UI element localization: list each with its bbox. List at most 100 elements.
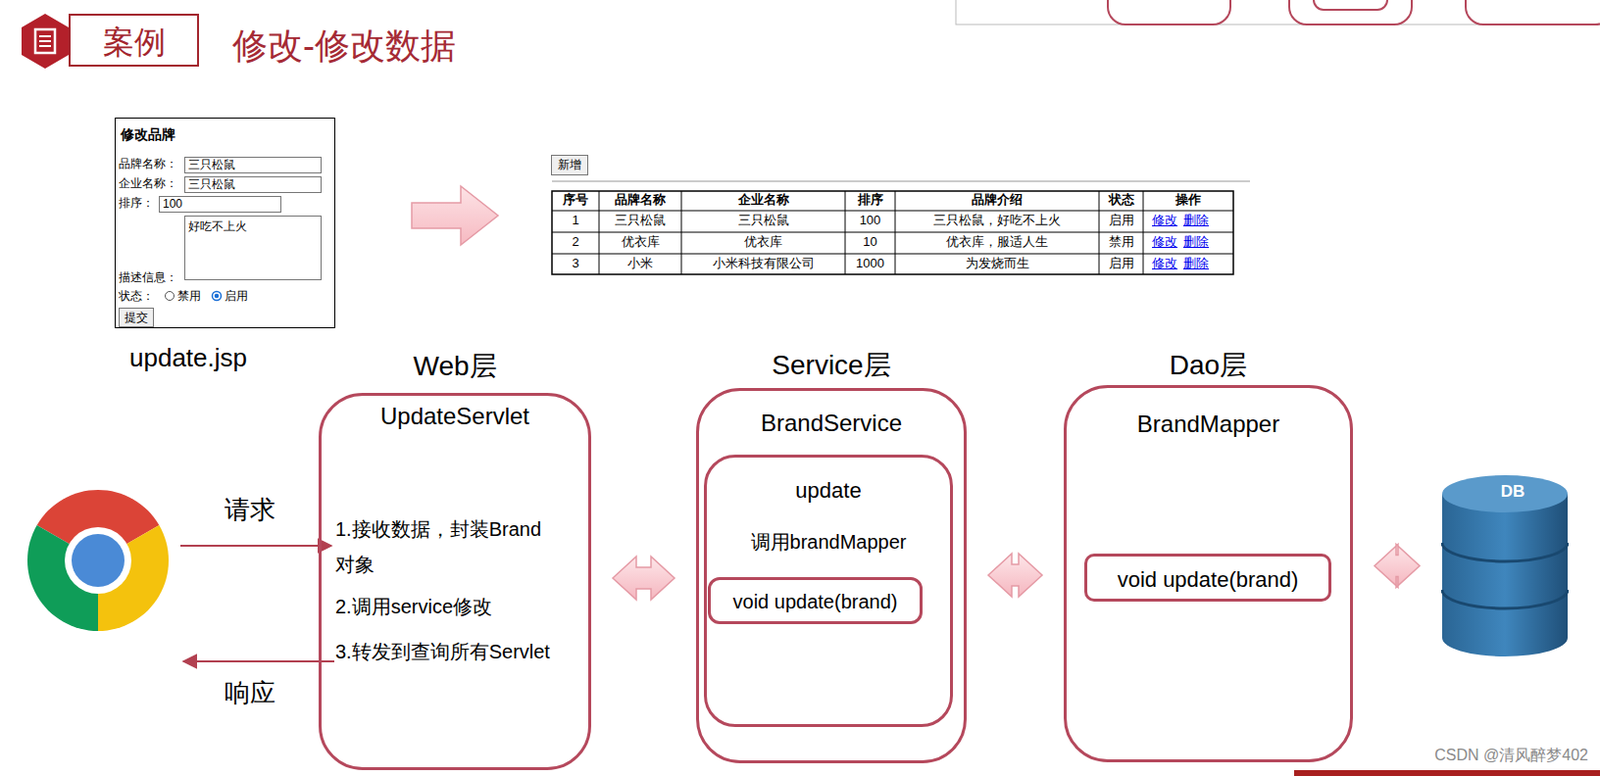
textarea-value: 好吃不上火 [184,215,322,281]
table-cell: 为发烧而生 [895,253,1100,275]
field-label: 状态： [118,289,154,306]
button-label: 新增 [550,154,589,176]
field-label: 排序： [118,196,154,213]
file-name: update.jsp [129,342,248,375]
row-line [551,253,1234,255]
table-cell: 小米 [599,253,682,275]
layer-title: Web层 [321,349,589,384]
cylinder-shape [1441,474,1569,658]
cylinder-band [1442,590,1568,609]
table-cell: 100 [845,210,896,233]
col-line [681,191,683,275]
doc-line [39,45,51,48]
table-frame [551,191,1234,275]
browser-icon [27,490,169,632]
step-text: 2.调用service修改 [335,595,493,620]
table-link: 删除 [1181,210,1211,233]
diagram-title: 修改-修改数据 [232,23,456,68]
layer-title: Dao层 [1066,348,1350,383]
radio-button [212,292,222,301]
form-screenshot: 修改品牌品牌名称：三只松鼠企业名称：三只松鼠排序：100好吃不上火描述信息：状态… [114,117,336,329]
table-cell: 3 [551,253,600,275]
table-cell: 禁用 [1099,232,1144,254]
method-step: 调用brandMapper [706,530,950,555]
table-cell: 启用 [1099,210,1144,233]
col-line [599,191,600,275]
row-line [551,232,1234,234]
radio-button [165,292,175,301]
cropped-box [1107,0,1231,25]
step-text: 1.接收数据，封装Brand 对象 [335,511,556,583]
service-box: Service层BrandServiceupdate调用brandMapperv… [696,388,967,764]
cylinder-body [1442,494,1568,657]
table-header: 品牌介绍 [895,191,1100,211]
double-block-arrow [612,556,675,600]
field-label: 描述信息： [118,270,178,288]
bottom-strip [1294,770,1600,776]
table-cell: 启用 [1099,253,1144,275]
table-header: 企业名称 [681,191,846,211]
signature-box: void update(brand) [1084,553,1332,602]
component-name: UpdateServlet [321,401,589,432]
component-name: BrandMapper [1066,409,1350,440]
table-header: 操作 [1143,191,1234,211]
table-link: 修改 [1150,253,1180,275]
method-signature: void update(brand) [1087,566,1329,595]
table-link: 修改 [1150,232,1180,254]
table-cell: 10 [845,232,896,254]
layer-title: Service层 [699,348,964,383]
table-header: 序号 [551,191,600,211]
table-link: 删除 [1181,232,1211,254]
table-link: 修改 [1150,210,1180,233]
double-block-arrow [1374,545,1420,589]
method-name: update [706,477,950,505]
table-cell: 1000 [845,253,896,275]
radio-dot [214,294,220,300]
radio-label: 禁用 [177,289,201,306]
table-cell: 小米科技有限公司 [681,253,846,275]
doc-symbol [35,29,55,53]
cylinder-band [1442,543,1568,562]
request-arrow [180,545,332,548]
table-header: 状态 [1099,191,1144,211]
header-tag-text: 案例 [70,22,198,62]
table-cell: 三只松鼠 [599,210,682,233]
col-line [1099,191,1100,275]
field-label: 品牌名称： [118,156,178,174]
mapper-box: Dao层BrandMappervoid update(brand) [1063,385,1353,763]
input-value: 三只松鼠 [184,156,322,174]
method-signature: void update(brand) [710,590,920,615]
table-cell: 三只松鼠，好吃不上火 [895,210,1100,233]
button-label: 提交 [118,307,154,328]
icon-ring [64,527,132,595]
icon-center [71,534,125,588]
hexagon [21,13,69,69]
cropped-box [1313,0,1388,10]
request-label: 请求 [196,494,304,527]
header-tag: 案例 [68,13,200,67]
separator-line [551,181,1250,183]
response-label: 响应 [196,677,304,710]
cropped-box [1465,0,1600,25]
block-arrow [411,186,499,246]
database-label: DB [1441,481,1585,502]
radio-label: 启用 [224,289,249,306]
doc-line [39,35,51,38]
panel-frame [955,0,1600,25]
table-cell: 优衣库 [599,232,682,254]
col-line [845,191,847,275]
input-value: 三只松鼠 [184,176,322,194]
table-header: 排序 [845,191,896,211]
table-cell: 1 [551,210,600,233]
field-label: 企业名称： [118,176,178,194]
col-line [1143,191,1145,275]
table-cell: 2 [551,232,600,254]
table-grid [551,181,1250,275]
input-value: 100 [158,196,282,213]
method-box: update 调用brandMapper void update(brand) [703,454,953,728]
table-header: 品牌名称 [599,191,682,211]
servlet-box: Web层UpdateServlet1.接收数据，封装Brand 对象2.调用se… [318,393,592,771]
signature-box: void update(brand) [707,577,923,625]
response-arrow [183,660,335,663]
